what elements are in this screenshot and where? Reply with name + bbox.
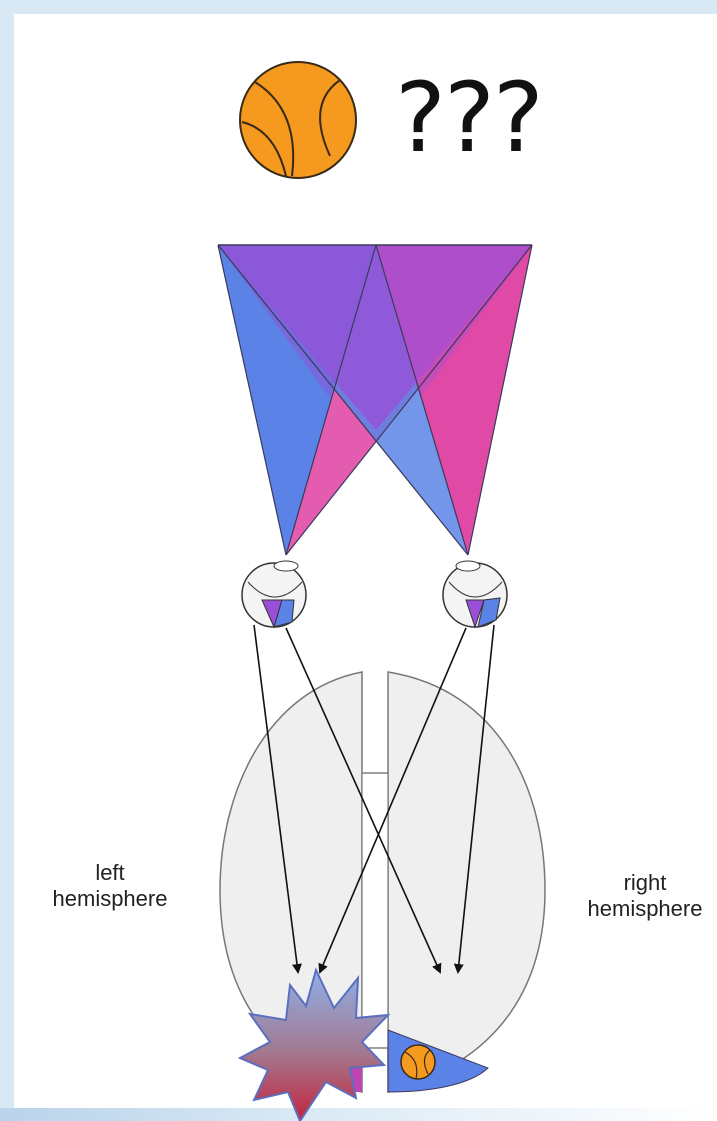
left-eye: [241, 560, 307, 629]
basketball-icon: [239, 61, 357, 179]
overlap-upper-violet: [218, 245, 376, 398]
optic-pathways: [253, 624, 495, 974]
frame-bottom-gradient: [0, 1108, 717, 1121]
frame-left-border: [0, 0, 14, 1121]
question-marks: ???: [395, 62, 544, 174]
frame-top-border: [0, 0, 717, 14]
right-hemisphere-shape: [387, 671, 546, 1093]
corpus-callosum: [361, 772, 389, 1049]
visual-field: [217, 244, 533, 556]
left-hemisphere-label: left hemisphere: [52, 860, 168, 911]
right-eye: [442, 560, 508, 629]
overlap-right-violet: [376, 245, 532, 398]
starburst-shape: [237, 967, 391, 1121]
brain: [219, 671, 546, 1094]
basketball-icon: [400, 1044, 436, 1080]
right-hemisphere-label: right hemisphere: [587, 870, 703, 921]
